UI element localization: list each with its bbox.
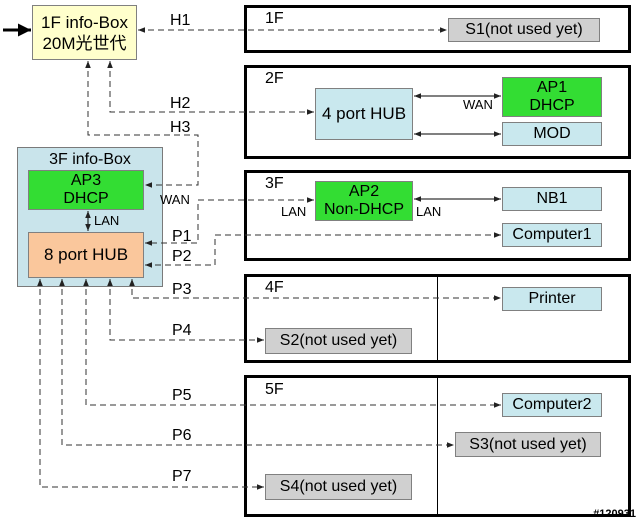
ap1-box: AP1 DHCP — [502, 77, 602, 117]
printer-box: Printer — [502, 287, 602, 311]
ap1-name: AP1 — [536, 79, 568, 96]
s2-unused-port: S2(not used yet) — [265, 328, 412, 354]
port-label-ap3-wan: WAN — [160, 192, 190, 207]
info-box-1f-title: 1F info-Box — [41, 12, 128, 32]
link-label-p1: P1 — [172, 228, 192, 245]
link-label-h3: H3 — [170, 119, 191, 136]
port-label-ap2-lan-left: LAN — [281, 204, 307, 219]
link-label-p6: P6 — [172, 427, 192, 444]
link-label-p4: P4 — [172, 322, 192, 339]
floor-label-4f: 4F — [265, 279, 284, 296]
port-label-ap1-wan: WAN — [463, 97, 493, 112]
s4-unused-port: S4(not used yet) — [265, 474, 412, 500]
floor-label-5f: 5F — [265, 381, 284, 398]
computer2-box: Computer2 — [502, 393, 602, 417]
link-p2-line — [145, 232, 501, 268]
link-label-p5: P5 — [172, 387, 192, 404]
hub-4-port: 4 port HUB — [315, 88, 413, 140]
link-label-h1: H1 — [170, 12, 191, 29]
port-label-ap2-lan-right: LAN — [416, 204, 442, 219]
hub-8-port: 8 port HUB — [28, 232, 144, 278]
floor-label-3f: 3F — [265, 175, 284, 192]
mod-box: MOD — [502, 122, 602, 146]
link-label-p3: P3 — [172, 281, 192, 298]
info-box-1f-service: 20M光世代 — [42, 33, 127, 53]
port-label-ap3-hub-lan: LAN — [94, 213, 120, 228]
ap3-box: AP3 DHCP — [28, 170, 144, 210]
s1-unused-port: S1(not used yet) — [448, 18, 600, 42]
link-p7-line — [37, 279, 264, 490]
ap1-mode: DHCP — [529, 97, 575, 114]
floor-label-1f: 1F — [265, 10, 284, 27]
link-p6-line — [59, 279, 454, 448]
info-box-1f: 1F info-Box 20M光世代 — [32, 5, 137, 60]
nb1-box: NB1 — [502, 187, 602, 211]
link-label-p2: P2 — [172, 248, 192, 265]
ap3-name: AP3 — [70, 172, 102, 189]
s3-unused-port: S3(not used yet) — [455, 432, 601, 457]
ap3-mode: DHCP — [63, 190, 109, 207]
watermark: #120931 — [593, 508, 636, 520]
ap2-mode: Non-DHCP — [323, 201, 404, 218]
link-label-h2: H2 — [170, 95, 191, 112]
ap2-box: AP2 Non-DHCP — [315, 181, 413, 221]
link-h3-line — [85, 61, 199, 188]
link-label-p7: P7 — [172, 468, 192, 485]
floor-label-2f: 2F — [265, 70, 284, 87]
computer1-box: Computer1 — [502, 223, 602, 247]
ap2-name: AP2 — [348, 183, 380, 200]
